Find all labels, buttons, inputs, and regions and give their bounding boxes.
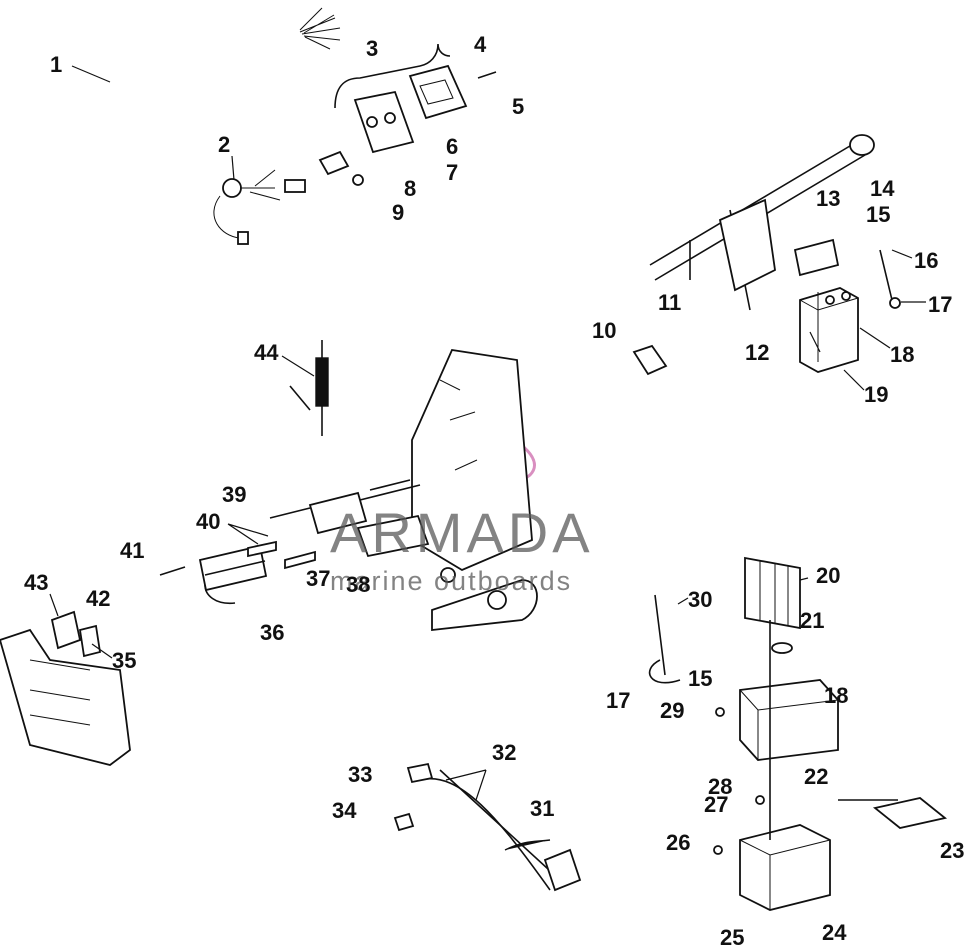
callout-38: 38	[346, 572, 370, 597]
callout-1: 1	[50, 52, 62, 77]
callout-35: 35	[112, 648, 136, 673]
callout-21: 21	[800, 608, 824, 633]
callout-28: 28	[708, 774, 732, 799]
tail-light-assembly	[318, 43, 497, 186]
callout-18: 18	[890, 342, 914, 367]
callout-13: 13	[816, 186, 840, 211]
callout-15: 15	[866, 202, 890, 227]
callout-22: 22	[804, 764, 828, 789]
callout-17-lower: 17	[606, 688, 630, 713]
callout-27: 27	[704, 792, 728, 817]
callout-34: 34	[332, 798, 357, 823]
callout-32: 32	[492, 740, 516, 765]
callout-5: 5	[512, 94, 524, 119]
connector-10	[632, 344, 668, 376]
callout-39: 39	[222, 482, 246, 507]
battery-box-assembly	[648, 556, 948, 911]
rectifier-blocks	[159, 491, 430, 605]
callout-33: 33	[348, 762, 372, 787]
callout-29: 29	[660, 698, 684, 723]
callout-12: 12	[745, 340, 769, 365]
callout-10: 10	[592, 318, 616, 343]
callout-7: 7	[446, 160, 458, 185]
watermark-brand: ARMADA	[330, 501, 594, 564]
callout-11: 11	[658, 290, 681, 315]
watermark-tagline: marine outboards	[330, 566, 572, 596]
callout-15-lower: 15	[688, 666, 712, 691]
callout-26: 26	[666, 830, 690, 855]
callout-2: 2	[218, 132, 230, 157]
frame-battery-top	[649, 134, 901, 373]
callout-37: 37	[306, 566, 330, 591]
callout-41: 41	[120, 538, 144, 563]
callout-9: 9	[392, 200, 404, 225]
wiring-harness	[87, 7, 341, 245]
callout-6: 6	[446, 134, 458, 159]
callout-31: 31	[530, 796, 554, 821]
callout-14: 14	[870, 176, 895, 201]
callout-40: 40	[196, 509, 220, 534]
callout-labels: 1 2 3 4 5 6 7 8 9 10 11 12 13 14 15 16 1…	[24, 32, 964, 947]
callout-44: 44	[254, 340, 279, 365]
callout-17: 17	[928, 292, 952, 317]
callout-25: 25	[720, 925, 744, 947]
leader-lines	[49, 65, 926, 801]
cable-assembly	[393, 762, 582, 892]
callout-4: 4	[474, 32, 487, 57]
callout-16: 16	[914, 248, 938, 273]
callout-42: 42	[86, 586, 110, 611]
callout-36: 36	[260, 620, 284, 645]
lead-assembly-44	[289, 340, 329, 436]
callout-30: 30	[688, 587, 712, 612]
guard-assembly	[0, 610, 131, 766]
callout-18-lower: 18	[824, 683, 848, 708]
callout-19: 19	[864, 382, 888, 407]
callout-3: 3	[366, 36, 378, 61]
callout-8: 8	[404, 176, 416, 201]
callout-43: 43	[24, 570, 48, 595]
callout-24: 24	[822, 920, 847, 945]
callout-20: 20	[816, 563, 840, 588]
callout-23: 23	[940, 838, 964, 863]
mounting-bracket	[359, 349, 538, 632]
